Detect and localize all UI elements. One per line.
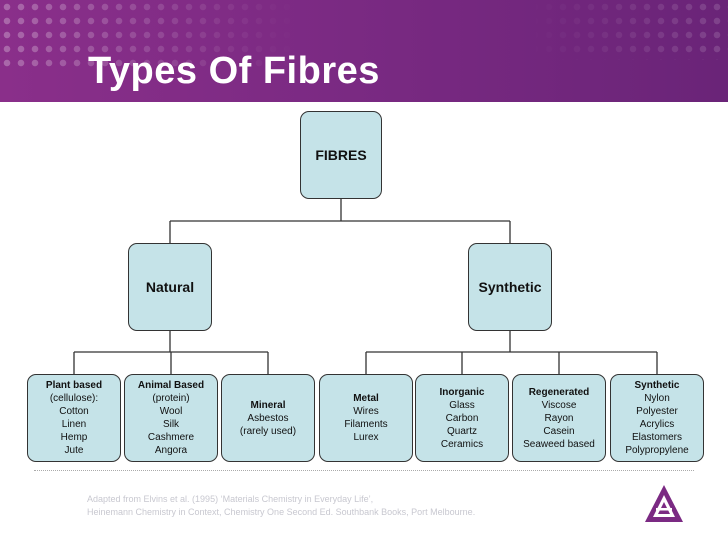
- node-title: Mineral: [250, 399, 286, 411]
- slide-header: Types Of Fibres: [0, 0, 728, 102]
- node-item: Carbon: [445, 412, 479, 424]
- node-title: Plant based: [45, 380, 103, 391]
- node-item: Silk: [162, 419, 180, 430]
- node-synthetic-label: Synthetic: [478, 279, 542, 295]
- source-credit: Adapted from Elvins et al. (1995) ‘Mater…: [87, 493, 475, 519]
- node-metal: Metal Wires Filaments Lurex: [319, 374, 413, 462]
- node-fibres-label: FIBRES: [315, 147, 367, 163]
- node-item: Cashmere: [147, 432, 195, 443]
- dot-pattern-decoration-right: [528, 0, 728, 60]
- node-item: Polyester: [636, 406, 678, 417]
- node-item: Ceramics: [440, 438, 484, 450]
- node-item: Casein: [543, 425, 575, 437]
- node-item: Acrylics: [639, 419, 675, 430]
- node-item: (rarely used): [239, 425, 297, 437]
- node-item: Wool: [159, 406, 183, 417]
- dot-pattern-decoration: [0, 0, 300, 70]
- node-title: Metal: [353, 393, 379, 404]
- node-mineral: Mineral Asbestos (rarely used): [221, 374, 315, 462]
- node-fibres: FIBRES: [300, 111, 382, 199]
- node-title: Regenerated: [528, 386, 590, 398]
- node-plant-based: Plant based (cellulose): Cotton Linen He…: [27, 374, 121, 462]
- node-item: Hemp: [60, 432, 88, 443]
- node-item: Jute: [64, 445, 84, 456]
- node-item: Nylon: [644, 393, 670, 404]
- node-item: Linen: [61, 419, 87, 430]
- node-natural-label: Natural: [145, 279, 195, 295]
- node-item: (cellulose):: [49, 393, 99, 404]
- node-title: Synthetic: [634, 380, 680, 391]
- node-regenerated: Regenerated Viscose Rayon Casein Seaweed…: [512, 374, 606, 462]
- node-item: Elastomers: [631, 432, 682, 443]
- node-item: Rayon: [544, 412, 574, 424]
- node-inorganic: Inorganic Glass Carbon Quartz Ceramics: [415, 374, 509, 462]
- node-item: Angora: [154, 445, 188, 456]
- node-item: Seaweed based: [523, 438, 595, 450]
- node-item: Filaments: [344, 419, 388, 430]
- node-title: Animal Based: [137, 380, 205, 391]
- triangle-a-logo-icon: [645, 485, 683, 522]
- node-item: Wires: [353, 406, 379, 417]
- node-synthetic: Synthetic: [468, 243, 552, 331]
- node-item: Cotton: [59, 406, 89, 417]
- node-item: Polypropylene: [625, 445, 689, 456]
- node-item: Asbestos: [247, 412, 289, 424]
- node-natural: Natural: [128, 243, 212, 331]
- node-synthetic-leaf: Synthetic Nylon Polyester Acrylics Elast…: [610, 374, 704, 462]
- node-item: (protein): [152, 393, 190, 404]
- node-item: Quartz: [446, 425, 477, 437]
- node-title: Inorganic: [439, 386, 485, 398]
- node-animal-based: Animal Based (protein) Wool Silk Cashmer…: [124, 374, 218, 462]
- node-item: Glass: [449, 399, 475, 411]
- node-item: Viscose: [541, 399, 577, 411]
- credit-line-2: Heinemann Chemistry in Context, Chemistr…: [87, 507, 476, 517]
- node-item: Lurex: [353, 432, 379, 443]
- slide-title: Types Of Fibres: [88, 50, 380, 92]
- credit-line-1: Adapted from Elvins et al. (1995) ‘Mater…: [87, 494, 374, 504]
- footer-divider: [34, 470, 694, 471]
